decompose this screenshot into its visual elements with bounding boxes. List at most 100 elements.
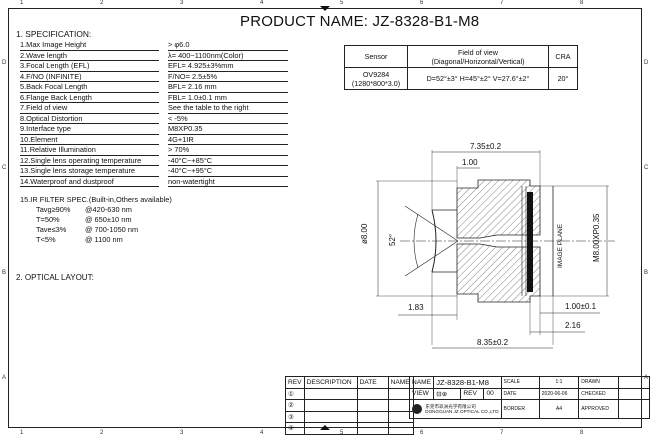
zone-number: 5 <box>340 0 344 6</box>
company-name-cn: 东莞市玖洲光学有限公司 <box>425 403 476 409</box>
image-plane-label: IMAGE PLANE <box>557 223 564 268</box>
spec-value: -40°C~+95°C <box>168 166 288 177</box>
dimension-label: 52° <box>388 233 397 246</box>
company-name-en: DONGGUAN JZ OPTICAL CO.,LTD <box>425 409 499 414</box>
dimension-label: 2.16 <box>565 321 581 330</box>
rev-mark: ③ <box>285 410 305 423</box>
company-logo-icon <box>412 404 422 414</box>
spec-value: F/NO= 2.5±5% <box>168 72 288 82</box>
table-header: DESCRIPTION <box>303 376 358 389</box>
spec-label: 12.Single lens operating temperature <box>20 156 159 166</box>
spec-label: 8.Optical Distortion <box>20 114 159 124</box>
spec-label: 4.F/NO (INFINITE) <box>20 72 159 82</box>
approved-label: APPROVED <box>578 399 620 419</box>
name-label: NAME <box>408 376 435 389</box>
table-header: DATE <box>356 376 389 389</box>
dimension-label: ø8.00 <box>360 223 369 244</box>
ir-key: Tave≤3% <box>36 225 67 234</box>
zone-right-d: D <box>644 60 649 66</box>
revision-table: REV DESCRIPTION DATE NAME ① ② ③ ④ <box>285 376 414 435</box>
rev-mark: ② <box>285 399 305 412</box>
zone-left-c: C <box>2 165 7 171</box>
spec-heading: 1. SPECIFICATION: <box>16 29 92 39</box>
ir-key: T<5% <box>36 235 56 244</box>
dimension-label: 7.35±0.2 <box>470 142 502 151</box>
zone-left-a: A <box>2 375 7 381</box>
spec-value: BFL= 2.16 mm <box>168 82 288 93</box>
zone-number: 7 <box>500 430 504 436</box>
rev-mark: ① <box>285 387 305 400</box>
zone-number: 4 <box>260 0 264 6</box>
spec-value: M8XP0.35 <box>168 124 288 135</box>
zone-right-c: C <box>644 165 649 171</box>
zone-number: 3 <box>180 430 184 436</box>
spec-value: < -5% <box>168 114 288 124</box>
border-label: BORDER <box>500 399 540 419</box>
projection-icon: ⊟⊕ <box>433 387 462 400</box>
dimension-label: 1.00±0.1 <box>565 302 597 311</box>
scale-value: 1:1 <box>538 376 580 389</box>
table-cell: OV9284 (1280*800*3.0) <box>344 67 408 90</box>
zone-number: 8 <box>580 430 584 436</box>
zone-number: 3 <box>180 0 184 6</box>
spec-label: 11.Relative Illumination <box>20 145 159 156</box>
spec-label: 3.Focal Length (EFL) <box>20 61 159 72</box>
zone-number: 2 <box>100 0 104 6</box>
spec-label: 6.Flange Back Length <box>20 93 159 103</box>
ir-value: @ 650±10 nm <box>85 215 132 224</box>
border-value: A4 <box>538 399 580 419</box>
spec-value: 4G+1IR <box>168 135 288 145</box>
spec-label: 2.Wave length <box>20 51 159 61</box>
dimension-label: 1.83 <box>408 303 424 312</box>
zone-number: 6 <box>420 430 424 436</box>
sensor-fov-table: Sensor Field of view (Diagonal/Horizonta… <box>344 45 578 90</box>
spec-value: EFL= 4.925±3%mm <box>168 61 288 72</box>
title-block: NAME JZ-8328-B1-M8 SCALE 1:1 DRAWN VIEW … <box>408 376 650 419</box>
drawn-label: DRAWN <box>578 376 620 389</box>
ir-key: T=50% <box>36 215 60 224</box>
spec-label: 9.Interface type <box>20 124 159 135</box>
ir-value: @ 700-1050 nm <box>85 225 139 234</box>
zone-number: 6 <box>420 0 424 6</box>
dimension-label: 1.00 <box>462 158 478 167</box>
spec-label: 1.Max Image Height <box>20 40 159 51</box>
layout-heading: 2. OPTICAL LAYOUT: <box>16 273 94 282</box>
zone-number: 4 <box>260 430 264 436</box>
ir-key: Tavg≥90% <box>36 205 71 214</box>
checked-label: CHECKED <box>578 387 620 400</box>
zone-number: 1 <box>20 0 24 6</box>
part-name: JZ-8328-B1-M8 <box>433 376 502 389</box>
zone-right-b: B <box>644 270 649 276</box>
zone-number: 5 <box>340 430 344 436</box>
spec-label: 13.Single lens storage temperature <box>20 166 159 177</box>
view-label: VIEW <box>408 387 435 400</box>
scale-label: SCALE <box>500 376 540 389</box>
spec-value: λ= 400~1100nm(Color) <box>168 51 288 61</box>
spec-value: FBL= 1.0±0.1 mm <box>168 93 288 103</box>
zone-left-b: B <box>2 270 7 276</box>
spec-label: 7.Field of view <box>20 103 159 114</box>
spec-value: > φ6.0 <box>168 40 288 51</box>
zone-number: 2 <box>100 430 104 436</box>
spec-value: See the table to the right <box>168 103 288 114</box>
date-label: DATE <box>500 387 540 400</box>
ir-value: @420-630 nm <box>85 205 132 214</box>
date-value: 2020-06-06 <box>538 387 580 400</box>
ir-value: @ 1100 nm <box>85 235 123 244</box>
spec-label: 10.Element <box>20 135 159 145</box>
rev-mark: ④ <box>285 422 305 435</box>
zone-number: 8 <box>580 0 584 6</box>
spec-label: 14.Waterproof and dustproof <box>20 177 159 187</box>
spec-value: non-watertight <box>168 177 288 187</box>
page-title: PRODUCT NAME: JZ-8328-B1-M8 <box>240 13 480 30</box>
dimension-label: M8.00XP0.35 <box>592 213 601 262</box>
rev-label: REV <box>460 387 485 400</box>
zone-left-d: D <box>2 60 7 66</box>
ir-heading: 15.IR FILTER SPEC.(Built-in,Others avail… <box>20 195 172 204</box>
dimension-label: 8.35±0.2 <box>477 338 509 347</box>
zone-number: 1 <box>20 430 24 436</box>
zone-number: 7 <box>500 0 504 6</box>
spec-label: 5.Back Focal Length <box>20 82 159 93</box>
